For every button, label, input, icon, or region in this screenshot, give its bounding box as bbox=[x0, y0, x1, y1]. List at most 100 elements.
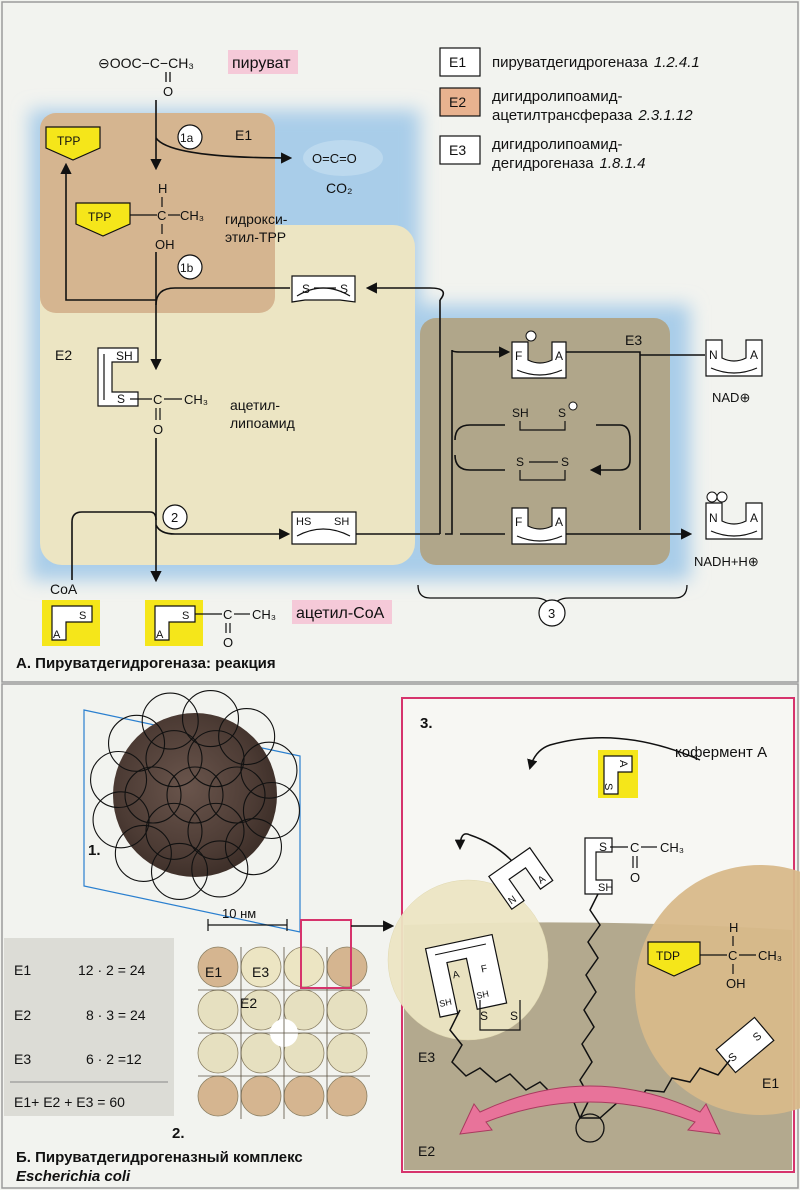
count-e2-formula: 8 · 3 = 24 bbox=[86, 1007, 146, 1023]
nadh-n: N bbox=[709, 511, 718, 525]
dihydrolipoamide: HS SH bbox=[291, 511, 357, 545]
step-2-label: 2 bbox=[171, 510, 178, 525]
subunit-ring-13 bbox=[90, 750, 148, 809]
acoa-ch3: CH₃ bbox=[252, 607, 276, 622]
d-fad-f: F bbox=[480, 963, 488, 975]
legend-e3-code: E3 bbox=[449, 142, 466, 158]
al-ch3: CH₃ bbox=[184, 392, 208, 407]
pyruvate-oxygen: O bbox=[163, 84, 173, 99]
fad-bottom: F A bbox=[511, 507, 567, 545]
d-acyl-o: O bbox=[630, 870, 640, 885]
disulfide-s2: S bbox=[340, 282, 348, 296]
e2-arrows bbox=[71, 438, 291, 583]
pyruvate-name: пируват bbox=[232, 55, 291, 72]
label-3: 3. bbox=[420, 715, 433, 732]
e3-s1: S bbox=[558, 406, 566, 420]
d-tdp: TDP bbox=[656, 949, 680, 963]
detail-acetyl-lipoyl: S SH C CH₃ O bbox=[584, 837, 684, 895]
step-1a-badge bbox=[177, 124, 203, 150]
pyruvate-highlight bbox=[228, 50, 298, 74]
d-fad-sh2: SH bbox=[475, 989, 489, 1001]
step-1b-label: 1b bbox=[180, 261, 194, 275]
dhl-sh: SH bbox=[334, 516, 349, 528]
acoa-o: O bbox=[223, 635, 233, 650]
step-3-badge bbox=[538, 599, 566, 627]
subunit-ring-2 bbox=[187, 802, 245, 860]
count-e3-name: E3 bbox=[14, 1051, 31, 1067]
step-1a-label: 1a bbox=[180, 131, 194, 145]
d-ch3: CH₃ bbox=[758, 948, 782, 963]
tpp-2-label: TPP bbox=[88, 210, 111, 224]
d-s2: S bbox=[510, 1009, 518, 1023]
panel-b-caption-1: Б. Пируватдегидрогеназный комплекс bbox=[16, 1149, 303, 1166]
e3-thiols: SH S S S bbox=[512, 401, 578, 481]
zoom-box bbox=[300, 919, 352, 989]
subunit-ring-1 bbox=[208, 766, 266, 824]
scale-bar: 10 нм bbox=[207, 906, 288, 931]
acetyl-coa: A S C CH₃ O ацетил-CoA bbox=[145, 600, 392, 650]
acoa-name: ацетил-CoA bbox=[296, 605, 385, 622]
step-3-label: 3 bbox=[548, 606, 555, 621]
rotation-arrow bbox=[459, 1085, 721, 1135]
al-name-2: липоамид bbox=[230, 415, 295, 431]
nad-label: NAD⊕ bbox=[712, 390, 750, 405]
detail-fad: A F SH SH bbox=[424, 933, 508, 1018]
nad-n: N bbox=[709, 348, 718, 362]
scale-label: 10 нм bbox=[222, 906, 256, 921]
panel-b-caption-2: Escherichia coli bbox=[16, 1168, 131, 1185]
complex-2d-grid bbox=[197, 946, 370, 1119]
region-e1-label: E1 bbox=[235, 127, 252, 143]
d-h: H bbox=[729, 920, 738, 935]
coa-molecule: CoA A S bbox=[42, 581, 100, 646]
detail-coa: A S bbox=[598, 750, 638, 798]
legend-e3-box bbox=[439, 135, 481, 165]
count-e1-name: E1 bbox=[14, 962, 31, 978]
panel-a-caption: А. Пируватдегидрогеназа: реакция bbox=[16, 655, 276, 672]
grid-subunit bbox=[326, 1032, 368, 1074]
coa-release-arrow bbox=[527, 737, 701, 771]
he-c: C bbox=[157, 208, 166, 223]
subunit-ring-14 bbox=[107, 714, 166, 772]
lipoamide-oxidized: S S bbox=[291, 275, 356, 303]
subunit-ring-7 bbox=[242, 781, 300, 840]
counts-panel bbox=[4, 938, 174, 1116]
fad-top: F A bbox=[511, 330, 567, 379]
d-fad-a: A bbox=[452, 969, 461, 981]
grid-subunit bbox=[240, 1075, 282, 1117]
grid-subunit bbox=[326, 946, 368, 988]
detail-tdp: TDP H C CH₃ OH bbox=[647, 920, 782, 991]
nad-plus: N A NAD⊕ bbox=[705, 339, 763, 405]
coenzyme-label: кофермент А bbox=[675, 744, 767, 761]
d-coa-a: A bbox=[617, 760, 629, 768]
co2-label: CO₂ bbox=[326, 180, 352, 196]
acoa-c: C bbox=[223, 607, 232, 622]
d-fad-sh1: SH bbox=[438, 997, 452, 1009]
legend-e2-box bbox=[439, 87, 481, 117]
subunit-ring-11 bbox=[114, 824, 172, 883]
d-acyl-ch3: CH₃ bbox=[660, 840, 684, 855]
subunit-ring-4 bbox=[124, 766, 182, 824]
tpp-tag-1: TPP bbox=[45, 126, 101, 161]
hub-circle bbox=[575, 1113, 605, 1143]
detail-disulfide: S S bbox=[479, 1000, 521, 1031]
legend-e2-code: E2 bbox=[449, 94, 466, 110]
nadh: N A NADH+H⊕ bbox=[694, 491, 763, 569]
pyruvate-molecule: ⊖OOC−C−CH₃ O пируват bbox=[98, 50, 298, 99]
detail-nad: N A bbox=[487, 846, 554, 911]
coa-a: A bbox=[53, 629, 61, 641]
he-h: H bbox=[158, 181, 167, 196]
grid-subunit bbox=[326, 1075, 368, 1117]
al-s: S bbox=[117, 392, 125, 406]
dhl-hs: HS bbox=[296, 516, 311, 528]
nadh-a: A bbox=[750, 511, 758, 525]
acoa-s: S bbox=[182, 610, 189, 622]
he-oh: OH bbox=[155, 237, 175, 252]
release-arrow-left bbox=[454, 833, 521, 871]
legend-e2-text-1: дигидролипоамид- bbox=[492, 88, 622, 105]
subunit-ring-12 bbox=[92, 791, 150, 849]
